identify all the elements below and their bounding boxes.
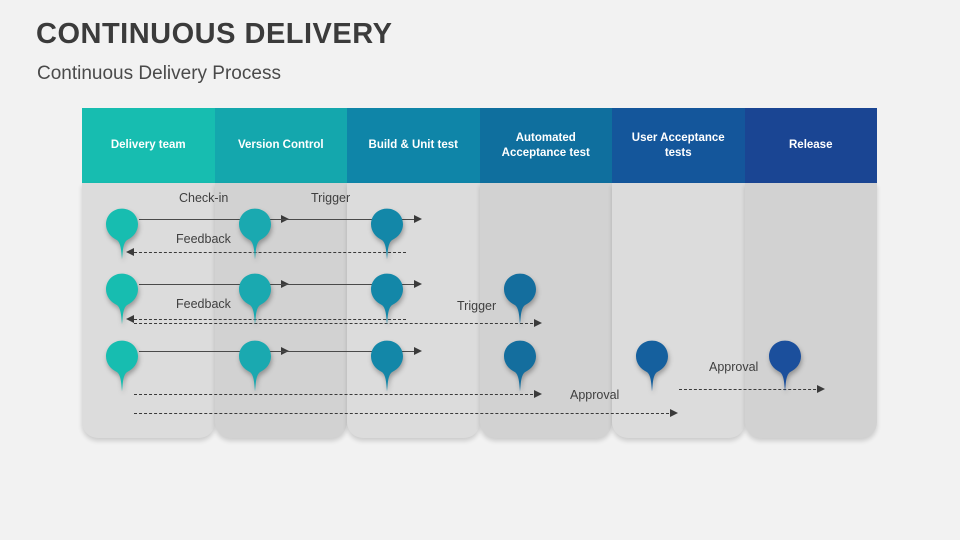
pin-version-1[interactable] [238,208,272,260]
column-header-label: Version Control [237,139,324,152]
column-header-build-unit-test[interactable]: Build & Unit test [347,108,480,183]
connector-checkin-3 [139,351,285,353]
column-body-release [744,183,877,438]
swimlane-build-unit-test[interactable]: Build & Unit test [347,108,480,438]
column-header-delivery-team[interactable]: Delivery team [82,108,215,183]
connector-label-feedback-1: Feedback [176,232,231,246]
connector-trigger-1 [272,219,418,221]
pin-release-1[interactable] [768,340,802,392]
connector-approval-1 [134,413,674,415]
column-header-label: Delivery team [110,139,186,152]
connector-build-2 [272,284,418,286]
pin-uat-1[interactable] [635,340,669,392]
pin-build-2[interactable] [370,273,404,325]
connector-trigger-2 [134,323,538,325]
page-title: CONTINUOUS DELIVERY [36,18,393,50]
swimlane-delivery-team[interactable]: Delivery team [82,108,215,438]
connector-label-feedback-2: Feedback [176,297,231,311]
pin-version-2[interactable] [238,273,272,325]
column-body-version-control [214,183,347,438]
page-subtitle: Continuous Delivery Process [37,63,281,84]
column-body-delivery-team [82,183,215,438]
arrowhead-approval-2 [817,385,825,393]
connector-label-approval-1: Approval [570,388,620,402]
swimlane-version-control[interactable]: Version Control [214,108,347,438]
pin-delivery-3[interactable] [105,340,139,392]
column-header-release[interactable]: Release [744,108,877,183]
pin-build-1[interactable] [370,208,404,260]
connector-label-check-in: Check-in [179,191,229,205]
column-body-user-acceptance-tests [612,183,745,438]
arrowhead-trigger-1 [414,215,422,223]
arrowhead-build-2 [414,280,422,288]
connector-checkin-2 [139,284,285,286]
arrowhead-approval-1 [670,409,678,417]
pin-version-3[interactable] [238,340,272,392]
pin-build-3[interactable] [370,340,404,392]
arrowhead-build-3 [414,347,422,355]
pin-delivery-2[interactable] [105,273,139,325]
column-body-automated-acceptance-test [479,183,612,438]
arrowhead-feedback-2 [126,315,134,323]
connector-approval-to-automated [134,394,538,396]
column-header-label: Release [789,139,833,152]
swimlane-release[interactable]: Release [744,108,877,438]
column-body-build-unit-test [347,183,480,438]
connector-feedback-1 [134,252,406,254]
arrowhead-feedback-1 [126,248,134,256]
arrowhead-trigger-2 [534,319,542,327]
connector-label-approval-2: Approval [709,360,759,374]
arrowhead-approval-to-automated [534,390,542,398]
pin-automated-1[interactable] [503,273,537,325]
connector-approval-2 [679,389,821,391]
connector-label-trigger-1: Trigger [311,191,351,205]
column-header-label: Build & Unit test [368,139,458,152]
pin-automated-2[interactable] [503,340,537,392]
connector-checkin [139,219,285,221]
column-header-version-control[interactable]: Version Control [214,108,347,183]
connector-label-trigger-2: Trigger [457,299,497,313]
pin-delivery-1[interactable] [105,208,139,260]
connector-build-3 [272,351,418,353]
continuous-delivery-diagram: Delivery team Version Control Build & Un… [82,108,877,438]
connector-feedback-2 [134,319,406,321]
